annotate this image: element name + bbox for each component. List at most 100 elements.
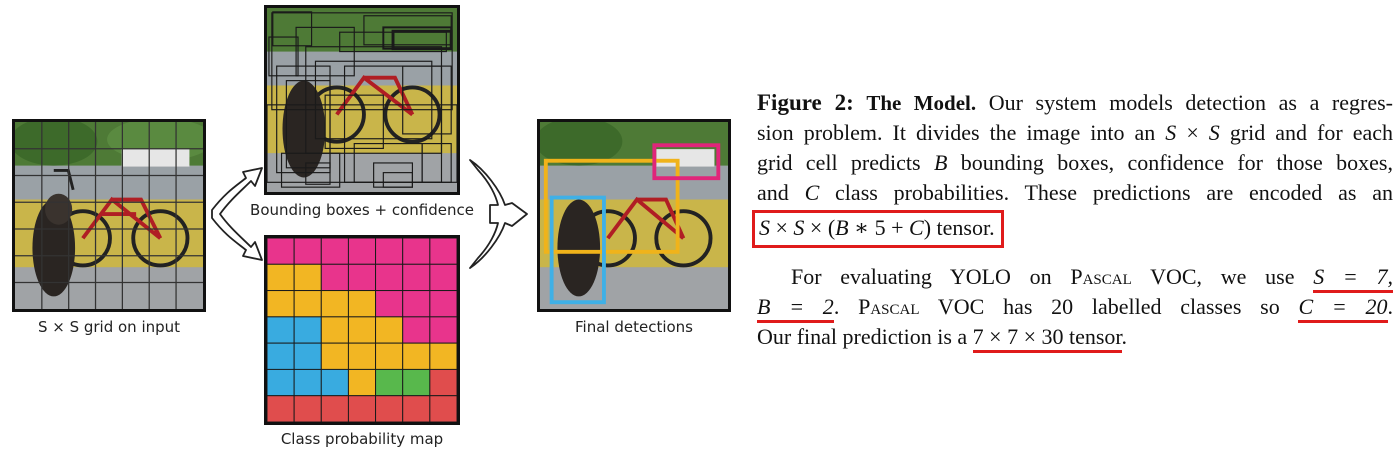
class-cell-red — [429, 395, 457, 422]
b-equals-2-underlined: B = 2 — [757, 294, 834, 323]
class-cell-magenta — [429, 316, 457, 344]
class-cell-blue — [293, 368, 322, 397]
final-detections-panel — [537, 119, 731, 312]
symbol-b: B — [933, 150, 948, 175]
class-cell-magenta — [375, 238, 404, 265]
class-cell-yellow — [320, 342, 349, 370]
symbol-times: × — [775, 215, 788, 240]
class-cell-yellow — [347, 342, 377, 370]
paragraph-2-line-2: B = 2. Pascal VOC has 20 labelled classe… — [757, 292, 1394, 323]
c-equals-20-underlined: C = 20 — [1298, 294, 1388, 323]
symbol-plus: + — [891, 215, 904, 240]
class-cell-magenta — [320, 263, 349, 292]
paragraph-2-line-3: Our final prediction is a 7 × 7 × 30 ten… — [757, 322, 1393, 353]
class-cell-yellow — [347, 316, 377, 344]
input-grid-panel — [12, 119, 206, 312]
class-probability-panel — [264, 235, 460, 425]
symbol-s: S — [759, 215, 770, 240]
class-cell-magenta — [402, 290, 431, 318]
class-cell-blue — [267, 342, 295, 370]
para2-voc: VOC, we use — [1150, 264, 1295, 289]
class-cell-yellow — [293, 263, 322, 292]
class-cell-yellow — [429, 342, 457, 370]
class-cell-magenta — [267, 238, 295, 265]
caption-line-4b: class probabilities. These predictions a… — [835, 180, 1393, 205]
caption-line-2b: grid and for each — [1229, 120, 1394, 145]
symbol-c: C — [909, 215, 924, 240]
paragraph-2-line-1: For evaluating YOLO on Pascal VOC, we us… — [757, 262, 1393, 293]
period-3: . — [1121, 324, 1128, 349]
class-cell-red — [429, 368, 457, 397]
para2-voc2: VOC has 20 labelled classes so — [937, 294, 1280, 319]
period-2: . — [1387, 294, 1394, 319]
symbol-c: C — [804, 180, 820, 205]
symbol-b: B — [835, 215, 849, 240]
class-cell-magenta — [402, 316, 431, 344]
class-cell-blue — [293, 316, 322, 344]
class-cell-magenta — [375, 263, 404, 292]
input-photo-with-grid — [15, 122, 203, 309]
pascal-smallcaps-2: Pascal — [858, 294, 920, 319]
class-cell-red — [320, 395, 349, 422]
final-tensor-underlined: 7 × 7 × 30 tensor — [972, 324, 1122, 353]
final-prediction-text: Our final prediction is a — [757, 324, 968, 349]
symbol-lparen: ( — [827, 215, 836, 240]
symbol-mult: ∗ — [854, 215, 870, 240]
class-cell-yellow — [347, 368, 377, 397]
class-cell-magenta — [347, 263, 377, 292]
symbol-times: × — [809, 215, 823, 240]
bounding-boxes-panel — [264, 5, 460, 195]
figure-label: Figure 2: — [757, 90, 854, 115]
symbol-times: × — [1186, 120, 1199, 145]
class-cell-yellow — [375, 342, 404, 370]
symbol-s: S — [1165, 120, 1177, 145]
caption-line-2a: sion problem. It divides the image into … — [757, 120, 1156, 145]
class-cell-red — [267, 395, 295, 422]
class-cell-red — [347, 395, 377, 422]
caption-line-4: and C class probabilities. These predict… — [757, 178, 1393, 208]
s-equals-7-underlined: S = 7, — [1313, 264, 1393, 293]
class-cell-blue — [267, 316, 295, 344]
detection-dog-box — [549, 195, 606, 305]
final-detections-caption: Final detections — [575, 318, 693, 336]
caption-line-2: sion problem. It divides the image into … — [757, 118, 1393, 148]
class-cell-blue — [267, 368, 295, 397]
symbol-five: 5 — [874, 215, 886, 240]
class-cell-red — [375, 395, 404, 422]
class-cell-yellow — [267, 290, 295, 318]
class-cell-magenta — [429, 263, 457, 292]
input-grid-caption: S × S grid on input — [37, 318, 181, 336]
class-cell-yellow — [375, 316, 404, 344]
class-cell-magenta — [320, 238, 349, 265]
class-cell-magenta — [347, 238, 377, 265]
caption-line-5: S × S × (B ∗ 5 + C) tensor. — [752, 210, 1393, 248]
class-cell-yellow — [267, 263, 295, 292]
class-cell-magenta — [429, 290, 457, 318]
symbol-s: S — [1208, 120, 1220, 145]
figure-caption-text: Figure 2: The Model. Our system models d… — [752, 88, 1394, 353]
class-probability-caption: Class probability map — [280, 430, 444, 448]
caption-line-3b: bounding boxes, confidence for those box… — [960, 150, 1393, 175]
detection-car-box — [652, 143, 721, 181]
tensor-word: tensor. — [936, 215, 995, 240]
class-cell-blue — [293, 342, 322, 370]
class-cell-magenta — [293, 238, 322, 265]
class-cell-magenta — [402, 263, 431, 292]
caption-line-1-text: Our system models detection as a regres- — [988, 90, 1394, 115]
caption-line-1: Figure 2: The Model. Our system models d… — [757, 88, 1393, 118]
pascal-smallcaps: Pascal — [1070, 264, 1132, 289]
period: . — [833, 294, 840, 319]
class-cell-magenta — [429, 238, 457, 265]
class-cell-yellow — [320, 316, 349, 344]
bounding-boxes-photo — [267, 8, 457, 192]
figure-title: The Model. — [866, 91, 977, 115]
class-cell-red — [402, 395, 431, 422]
class-cell-red — [293, 395, 322, 422]
symbol-rparen: ) — [923, 215, 932, 240]
final-detections-photo — [540, 122, 728, 309]
class-cell-green — [375, 368, 404, 397]
class-cell-yellow — [320, 290, 349, 318]
bounding-boxes-caption: Bounding boxes + confidence — [250, 201, 474, 219]
symbol-s: S — [793, 215, 805, 240]
caption-line-3: grid cell predicts B bounding boxes, con… — [757, 148, 1393, 178]
